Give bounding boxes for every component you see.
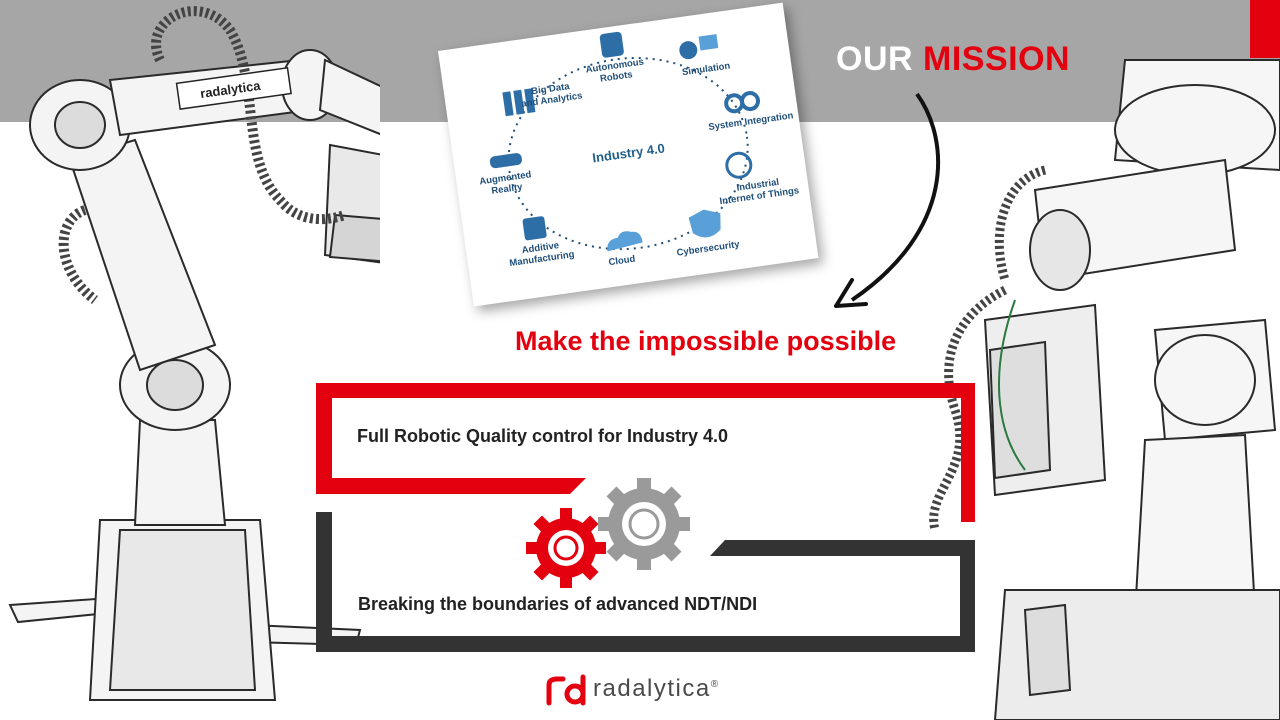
title-accent: MISSION: [923, 40, 1071, 78]
left-robot-arm-illustration: radalytica: [8, 6, 380, 701]
mission-title: OUR MISSION: [836, 40, 1070, 79]
corner-accent: [1250, 0, 1280, 58]
gears-graphic: [526, 478, 690, 588]
logo-wordmark: radalytica®: [593, 675, 720, 702]
autonomous-vehicle-icon: [599, 31, 624, 58]
network-globe-icon: [725, 151, 753, 179]
shield-lock-icon: [688, 209, 721, 238]
dark-frame-shape: [316, 512, 975, 652]
3d-printer-icon: [522, 216, 547, 241]
curved-arrow-icon: [834, 278, 868, 308]
red-gear-icon: [526, 508, 606, 588]
mission-tagline: Make the impossible possible: [515, 326, 897, 356]
statement-quality-control: Full Robotic Quality control for Industr…: [357, 426, 729, 446]
rd-logo-mark-icon: [546, 674, 586, 706]
cloud-icon: [607, 231, 643, 252]
vr-headset-icon: [489, 153, 522, 169]
server-stack-icon: [502, 91, 514, 117]
title-prefix: OUR: [836, 40, 914, 78]
robot-brand-badge: radalytica: [175, 66, 292, 110]
red-frame-shape: [316, 383, 975, 522]
industry-cycle-ring: [489, 31, 761, 252]
right-robot-arm-illustration: [929, 59, 1280, 720]
statement-ndt-ndi: Breaking the boundaries of advanced NDT/…: [358, 594, 758, 614]
gray-gear-icon: [598, 478, 690, 570]
simulation-icon: [679, 41, 698, 60]
